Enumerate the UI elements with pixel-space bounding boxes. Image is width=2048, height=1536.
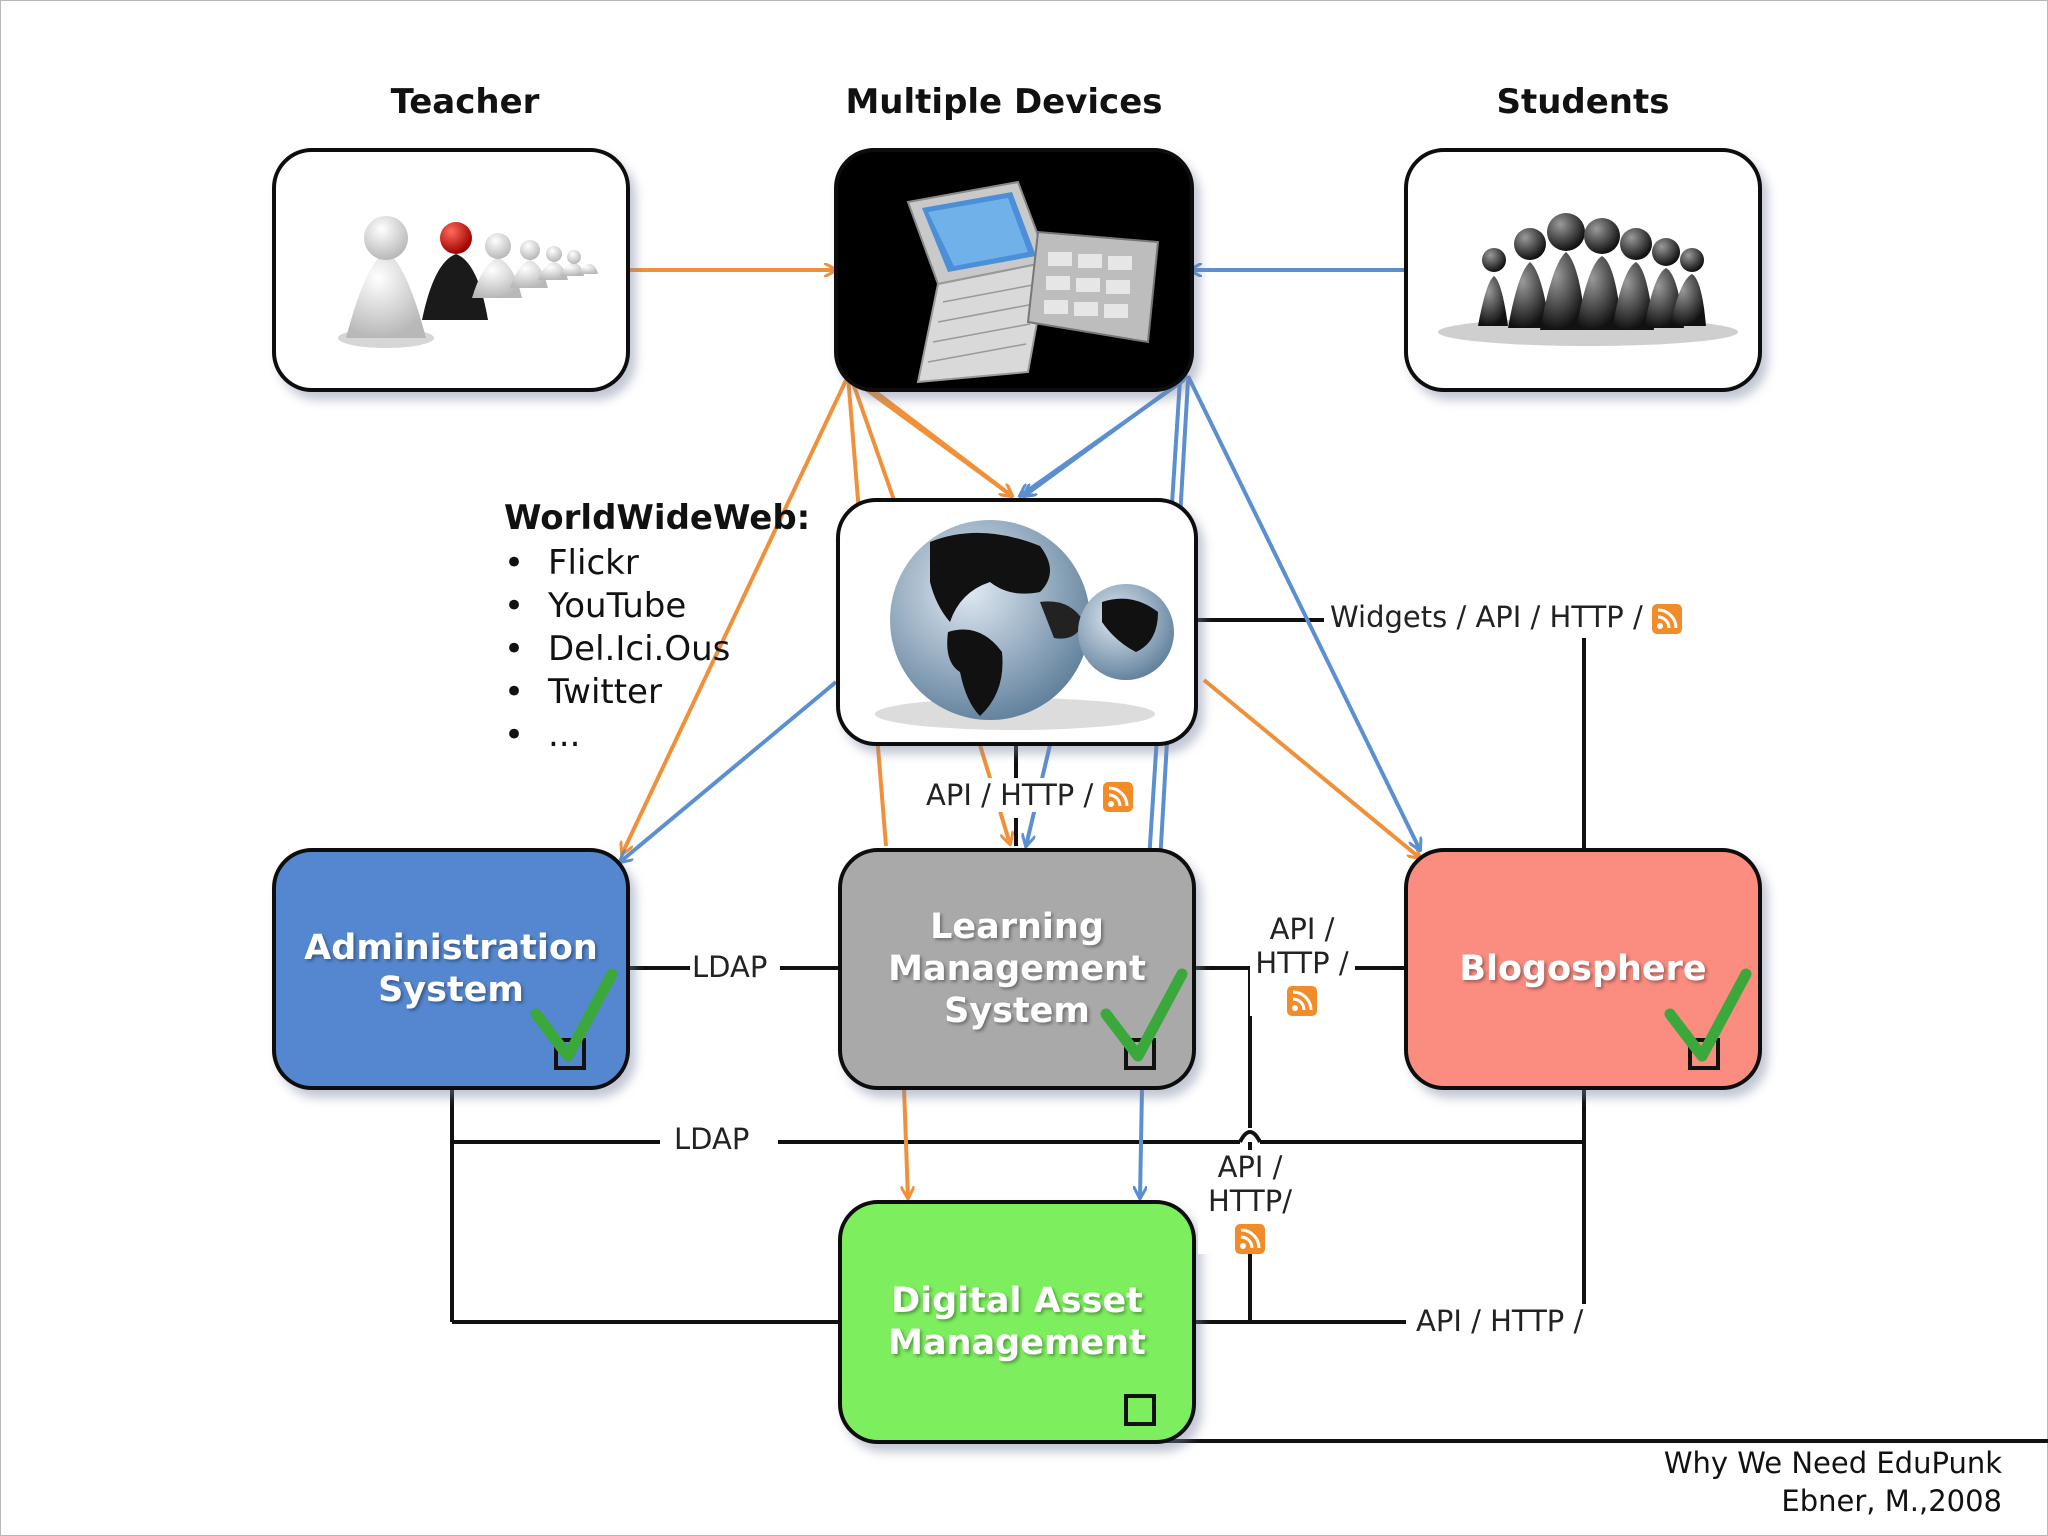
rss-icon <box>1287 986 1317 1016</box>
label-line: Management <box>888 1323 1146 1363</box>
checkbox-square <box>554 1038 586 1070</box>
administration-system-label: Administration System <box>276 927 626 1011</box>
chess-pawns-icon <box>1438 213 1738 346</box>
checkbox-square <box>1688 1038 1720 1070</box>
label-line: Administration <box>304 928 598 968</box>
people-figures-icon <box>338 216 598 348</box>
rss-icon <box>1102 782 1133 812</box>
list-item: YouTube <box>504 585 810 628</box>
dam-blog-api-label: API / HTTP / <box>1410 1304 1590 1338</box>
students-heading: Students <box>1496 82 1670 122</box>
citation: Why We Need EduPunk Ebner, M.,2008 <box>1664 1444 2002 1520</box>
dam-lms-api-label: API / HTTP/ <box>1198 1150 1302 1254</box>
citation-title: Why We Need EduPunk <box>1663 1446 2002 1480</box>
checkmark-icon <box>530 968 618 1062</box>
list-item: ... <box>504 714 810 757</box>
teacher-box <box>272 148 630 392</box>
label-line: Learning <box>930 907 1104 947</box>
ldap-bus-label: LDAP <box>664 1122 760 1156</box>
digital-asset-management-label: Digital Asset Management <box>842 1280 1192 1364</box>
citation-author: Ebner, M.,2008 <box>1781 1484 2002 1518</box>
www-lms-api-text: API / HTTP / <box>926 778 1094 812</box>
widgets-api-label: Widgets / API / HTTP / <box>1330 600 1682 634</box>
learning-management-system-box: Learning Management System <box>838 848 1196 1090</box>
admin-lms-ldap-label: LDAP <box>692 950 768 984</box>
students-box <box>1404 148 1762 392</box>
blogosphere-box: Blogosphere <box>1404 848 1762 1090</box>
rss-icon <box>1235 1224 1265 1254</box>
label-line: API / <box>1269 912 1335 946</box>
label-line: Blogosphere <box>1459 949 1707 989</box>
digital-asset-management-box: Digital Asset Management <box>838 1200 1196 1444</box>
learning-management-system-label: Learning Management System <box>842 906 1192 1032</box>
checkmark-icon <box>1664 968 1752 1062</box>
www-lms-api-label: API / HTTP / <box>926 778 1133 812</box>
administration-system-box: Administration System <box>272 848 630 1090</box>
label-line: HTTP / <box>1255 946 1349 980</box>
checkbox-square <box>1124 1038 1156 1070</box>
teacher-heading: Teacher <box>390 82 540 122</box>
blogosphere-label: Blogosphere <box>1408 948 1758 990</box>
www-services: Flickr YouTube Del.Ici.Ous Twitter ... <box>504 542 810 757</box>
devices-icon <box>906 180 1160 384</box>
widgets-api-text: Widgets / API / HTTP / <box>1330 600 1643 634</box>
label-line: Digital Asset <box>891 1281 1143 1321</box>
www-list-block: WorldWideWeb: Flickr YouTube Del.Ici.Ous… <box>504 498 810 757</box>
list-item: Flickr <box>504 542 810 585</box>
globe-icon <box>875 520 1174 730</box>
label-line: Management <box>888 949 1146 989</box>
list-item: Twitter <box>504 671 810 714</box>
checkmark-icon <box>1100 968 1188 1062</box>
list-item: Del.Ici.Ous <box>504 628 810 671</box>
lms-blog-api-label: API / HTTP / <box>1250 912 1354 1016</box>
black-connectors <box>450 618 2048 1443</box>
rss-icon <box>1651 604 1682 634</box>
label-line: System <box>378 970 524 1010</box>
label-line: API / <box>1217 1150 1283 1184</box>
www-globe-box <box>836 498 1198 746</box>
devices-heading: Multiple Devices <box>845 82 1163 122</box>
label-line: System <box>944 991 1090 1031</box>
checkbox-square <box>1124 1394 1156 1426</box>
www-title: WorldWideWeb: <box>504 498 811 538</box>
label-line: HTTP/ <box>1208 1184 1292 1218</box>
devices-box <box>834 148 1194 392</box>
